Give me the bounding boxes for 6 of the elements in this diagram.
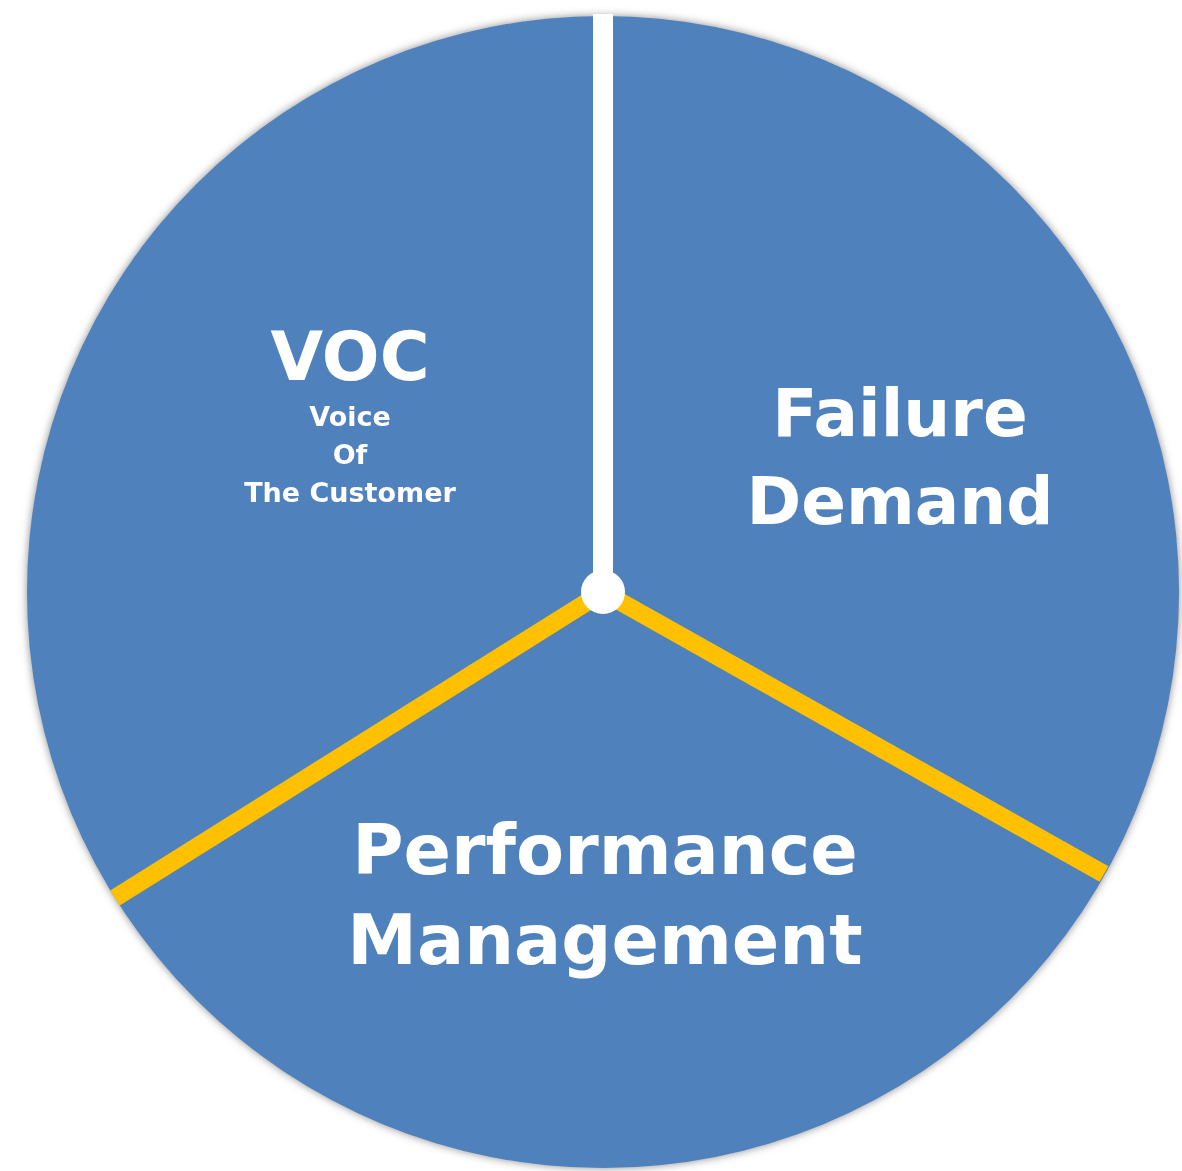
segment-title: Performance Management bbox=[346, 808, 864, 983]
segment-subtitle: Voice bbox=[309, 399, 391, 434]
segment-title: VOC bbox=[270, 316, 430, 398]
segment-title: Failure Demand bbox=[745, 374, 1055, 542]
segment-subtitle: Of bbox=[332, 437, 368, 472]
segment-subtitle: The Customer bbox=[244, 476, 456, 511]
